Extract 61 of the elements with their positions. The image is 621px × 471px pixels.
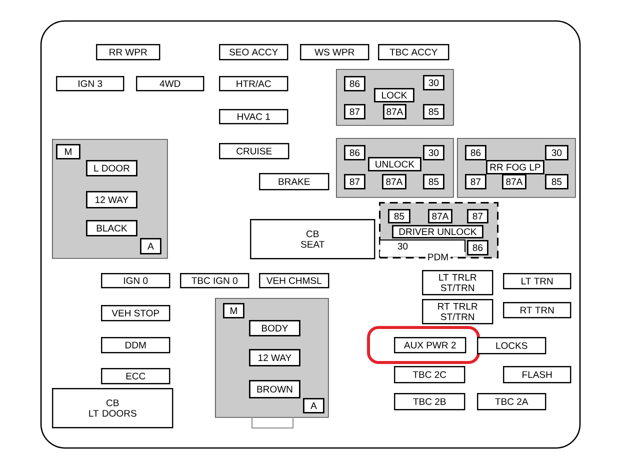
fuse-box: FLASH (503, 366, 572, 384)
relay-label: LOCK (374, 88, 414, 102)
terminal-box: 85 (423, 104, 444, 120)
connector-label: 12 WAY (86, 191, 138, 208)
fuse-box: 4WD (136, 76, 204, 92)
fuse-box: LT TRN (503, 273, 572, 290)
terminal-box: 86 (344, 145, 366, 160)
fuse-box: LT TRLR ST/TRN (422, 270, 494, 296)
fuse-box: IGN 3 (56, 76, 124, 92)
fuse-box: HTR/AC (219, 76, 288, 92)
fuse-box: WS WPR (300, 44, 370, 60)
fuse-box: DDM (101, 337, 170, 354)
fuse-box: IGN 0 (101, 273, 170, 288)
connector-label: 12 WAY (249, 349, 300, 366)
connector-label: L DOOR (86, 160, 138, 176)
terminal-box: 85 (388, 209, 410, 224)
terminal-box: 30 (545, 145, 568, 160)
fuse-box: RT TRN (503, 302, 572, 318)
terminal-box: 87 (344, 174, 366, 190)
fuse-box: HVAC 1 (219, 109, 288, 124)
fuse-box: TBC 2B (394, 392, 466, 410)
terminal-box: A (140, 238, 162, 254)
fuse-box: VEH STOP (101, 305, 170, 322)
terminal-box: M (223, 303, 244, 318)
terminal-box: 87 (467, 209, 488, 224)
terminal-box: 85 (423, 174, 444, 190)
connector-label: BROWN (249, 380, 300, 398)
terminal-box: M (56, 144, 80, 160)
terminal-box: 85 (545, 174, 568, 190)
fuse-box: TBC IGN 0 (180, 273, 250, 288)
fuse-box: ECC (101, 368, 170, 384)
fuse-box: TBC 2C (394, 366, 466, 384)
fuse-box: VEH CHMSL (259, 273, 330, 288)
connector-label: BODY (249, 320, 300, 336)
terminal-box: 87 (465, 174, 486, 190)
fuse-box: TBC 2A (477, 392, 546, 410)
fuse-box: BRAKE (259, 173, 330, 190)
terminal-box: 87 (344, 104, 366, 120)
terminal-box: 86 (465, 145, 486, 160)
breaker-box: CB LT DOORS (52, 388, 174, 428)
fuse-box: SEO ACCY (219, 44, 288, 60)
fuse-box: CRUISE (219, 143, 290, 160)
fuse-box: TBC ACCY (378, 44, 450, 60)
terminal-box: 30 (423, 145, 444, 160)
terminal-box: A (303, 398, 324, 414)
terminal-box: 86 (344, 76, 366, 92)
terminal-box: 87A (383, 104, 406, 120)
breaker-box: CB SEAT (250, 219, 376, 260)
fuse-box: AUX PWR 2 (394, 337, 466, 354)
highlight-ring (367, 326, 480, 364)
fuse-box: RT TRLR ST/TRN (422, 299, 494, 324)
fuse-box: RR WPR (96, 44, 160, 60)
connector-label: BLACK (86, 220, 138, 236)
terminal-box: 86 (467, 240, 488, 256)
relay-label: UNLOCK (368, 157, 422, 172)
node-label: 30 (398, 242, 408, 250)
terminal-box: 30 (423, 75, 444, 90)
terminal-box: 87A (382, 174, 406, 190)
fuse-box: LOCKS (477, 337, 546, 354)
terminal-box: 87A (428, 209, 452, 224)
terminal-box: 87A (502, 174, 526, 190)
